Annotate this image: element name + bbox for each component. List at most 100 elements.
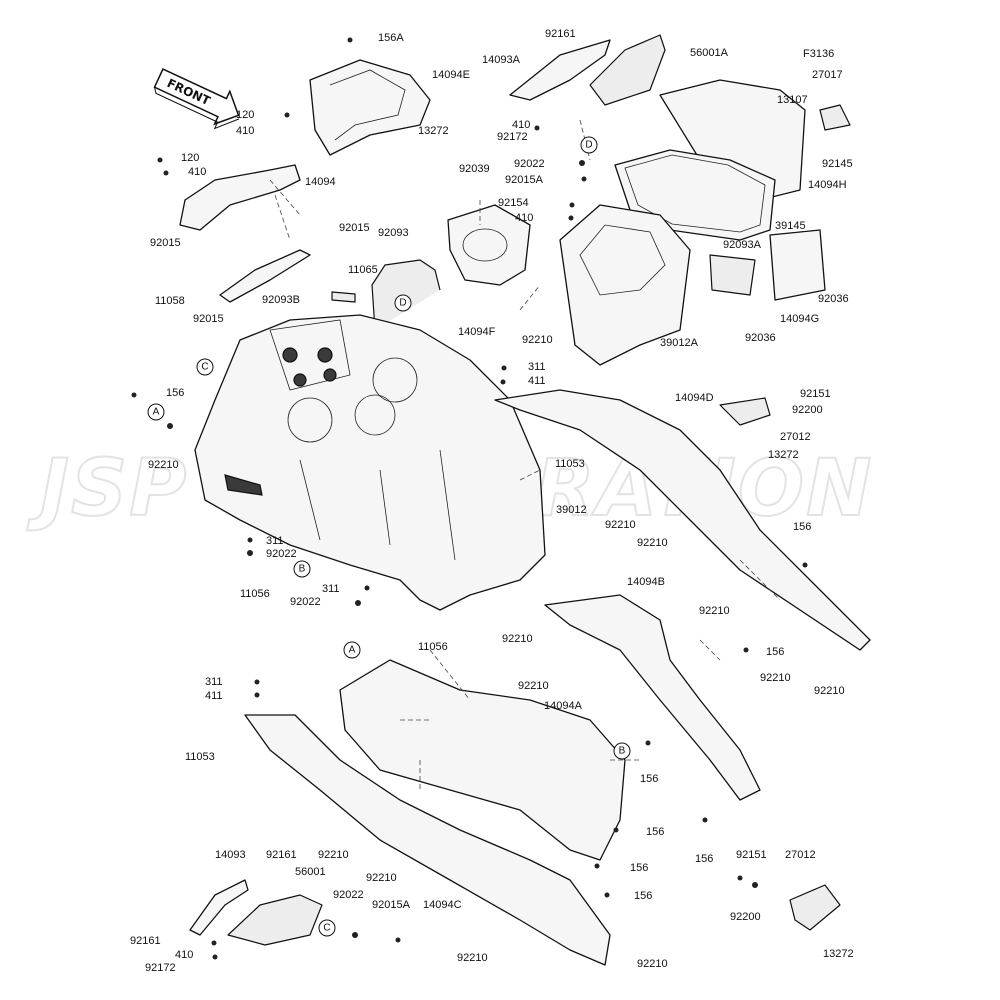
part-drawings [179,34,871,966]
callout-label: 11053 [555,458,585,470]
callout-label: 156 [766,646,784,658]
callout-label: 92200 [730,911,761,923]
callout-label: 11058 [155,295,185,307]
callout-label: 14094E [432,69,470,81]
callout-label: 92210 [814,685,845,697]
callout-label: 92172 [497,131,528,143]
callout-label: 92036 [745,332,776,344]
callout-label: 92022 [333,889,364,901]
callout-label: 156 [166,387,184,399]
callout-label: 11056 [240,588,270,600]
callout-label: 11065 [348,264,378,276]
callout-label: 39012 [556,504,587,516]
callout-label: 311 [528,361,546,373]
callout-label: 92210 [518,680,549,692]
callout-label: 411 [528,375,546,387]
callout-label: 92200 [792,404,823,416]
callout-label: 92015A [505,174,544,186]
fastener-marks [131,37,808,960]
callout-label: 410 [188,166,206,178]
callout-label: 14094 [305,176,336,188]
callout-label: 11053 [185,751,215,763]
callout-label: 120 [236,109,254,121]
callout-label: 92022 [290,596,321,608]
figure-code: F3136 [803,48,834,60]
callout-label: 13272 [418,125,449,137]
callout-label: 411 [205,690,223,702]
callout-label: 92015 [150,237,181,249]
callout-label: 56001 [295,866,326,878]
reference-markers: A A B B C C D D [147,136,631,937]
ref-letter: C [201,362,208,373]
callout-label: 92210 [637,537,668,549]
callout-labels: 156A 14094E 13272 92161 14093A 56001A 41… [130,28,854,974]
callout-label: 92093 [378,227,409,239]
callout-label: 92151 [736,849,767,861]
callout-label: 92161 [266,849,297,861]
callout-label: 156 [640,773,658,785]
callout-label: 14093 [215,849,246,861]
callout-label: 14094H [808,179,847,191]
callout-label: 56001A [690,47,729,59]
callout-label: 311 [205,676,223,688]
callout-label: 156A [378,32,404,44]
callout-label: 311 [266,535,284,547]
callout-label: 11056 [418,641,448,653]
callout-label: 92022 [514,158,545,170]
callout-label: 92015 [339,222,370,234]
callout-label: 92210 [522,334,553,346]
front-arrow-icon: FRONT [153,68,240,130]
ref-letter: D [399,298,406,309]
callout-label: 92151 [800,388,831,400]
callout-label: 410 [175,949,193,961]
callout-label: 14094C [423,899,462,911]
callout-label: 156 [695,853,713,865]
callout-label: 410 [512,119,530,131]
ref-letter: A [349,645,356,656]
callout-label: 14094F [458,326,496,338]
callout-label: 120 [181,152,199,164]
callout-label: 14094D [675,392,714,404]
callout-label: 92145 [822,158,853,170]
callout-label: 92210 [457,952,488,964]
callout-label: 92154 [498,197,529,209]
callout-label: 410 [236,125,254,137]
callout-label: 92015A [372,899,411,911]
callout-label: 92015 [193,313,224,325]
callout-label: 27012 [785,849,816,861]
callout-label: 410 [515,212,533,224]
callout-label: 92036 [818,293,849,305]
callout-label: 92161 [545,28,576,40]
callout-label: 13272 [768,449,799,461]
callout-label: 92210 [502,633,533,645]
callout-label: 92210 [148,459,179,471]
callout-label: 13272 [823,948,854,960]
callout-label: 92210 [366,872,397,884]
callout-label: 39012A [660,337,699,349]
callout-label: 156 [630,862,648,874]
ref-letter: B [619,746,626,757]
callout-label: 14093A [482,54,521,66]
ref-letter: C [323,923,330,934]
callout-label: 92210 [760,672,791,684]
callout-label: 14094A [544,700,583,712]
callout-label: 39145 [775,220,806,232]
callout-label: 92093A [723,239,762,251]
callout-label: 92210 [318,849,349,861]
callout-label: 156 [634,890,652,902]
callout-label: 92210 [605,519,636,531]
callout-label: 14094B [627,576,665,588]
callout-label: 92039 [459,163,490,175]
callout-label: 27017 [812,69,843,81]
ref-letter: A [153,407,160,418]
callout-label: 92210 [699,605,730,617]
callout-label: 27012 [780,431,811,443]
callout-label: 13107 [777,94,808,106]
callout-label: 92022 [266,548,297,560]
callout-label: 92161 [130,935,161,947]
callout-label: 156 [646,826,664,838]
ref-letter: D [585,140,592,151]
callout-label: 14094G [780,313,819,325]
ref-letter: B [299,564,306,575]
